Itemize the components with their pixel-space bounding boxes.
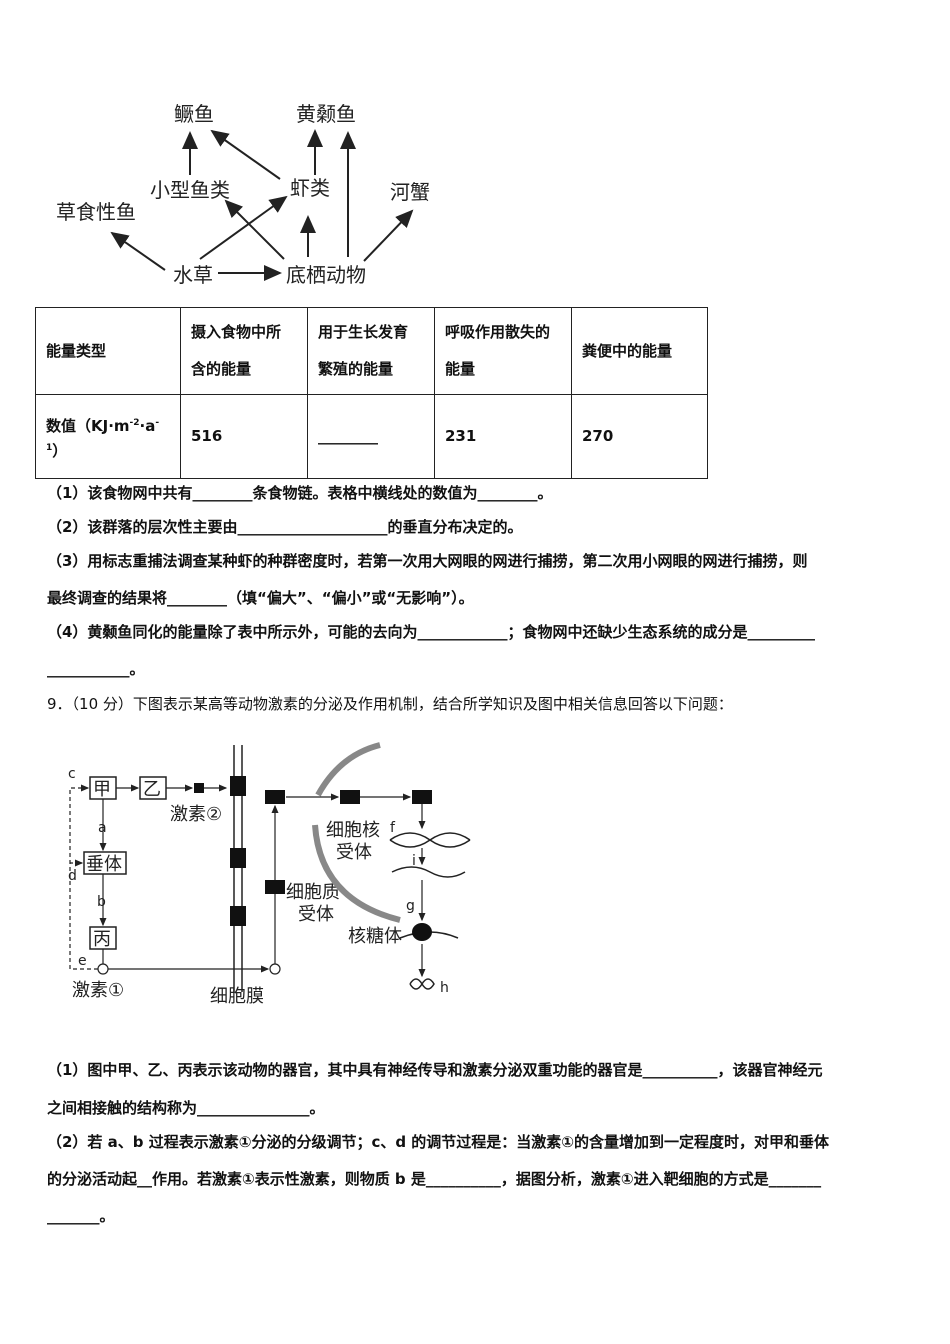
table-header-cell: 摄入食物中所含的能量 [180, 307, 308, 395]
node-small-fish: 小型鱼类 [150, 178, 230, 202]
label-g: g [406, 898, 415, 914]
q9-part2-line1: （2）若 a、b 过程表示激素①分泌的分级调节；c、d 的调节过程是：当激素①的… [47, 1133, 829, 1151]
node-herbivorous-fish: 草食性鱼 [56, 200, 136, 224]
q8-part3-line2: 最终调查的结果将________（填“偏大”、“偏小”或“无影响”）。 [47, 589, 474, 607]
node-water-plants: 水草 [173, 263, 213, 287]
label-b: b [97, 894, 106, 910]
q8-part2: （2）该群落的层次性主要由____________________的垂直分布决定… [47, 518, 523, 536]
table-cell: 270 [571, 394, 708, 479]
organ-yi: 乙 [143, 779, 161, 800]
organ-bing: 丙 [93, 929, 111, 950]
label-ribosome: 核糖体 [348, 926, 402, 947]
node-river-crab: 河蟹 [390, 180, 430, 204]
label-h: h [440, 980, 449, 996]
q8-part1: （1）该食物网中共有________条食物链。表格中横线处的数值为_______… [47, 484, 553, 502]
label-f: f [390, 820, 396, 836]
label-c: c [68, 766, 76, 782]
table-header-cell: 呼吸作用散失的能量 [434, 307, 572, 395]
label-i: i [412, 853, 416, 869]
table-header-cell: 能量类型 [35, 307, 181, 395]
node-mandarin-fish: 鳜鱼 [174, 102, 214, 126]
table-row-label: 数值（KJ·m-2·a-1） [35, 394, 181, 479]
hormone-mechanism-diagram: 甲 乙 垂体 丙 c a d b e 激素① 激素② 细胞膜 细胞质 受体 [68, 742, 471, 1007]
label-membrane: 细胞膜 [210, 986, 264, 1007]
label-hormone1: 激素① [72, 980, 124, 1001]
q8-part4-line1: （4）黄颡鱼同化的能量除了表中所示外，可能的去向为____________；食物… [47, 623, 815, 641]
q9-part2-line3: _______。 [47, 1207, 115, 1225]
q8-part3-line1: （3）用标志重捕法调查某种虾的种群密度时，若第一次用大网眼的网进行捕捞，第二次用… [47, 552, 808, 570]
table-cell-blank: ________ [307, 394, 435, 479]
organ-jia: 甲 [93, 779, 111, 800]
q8-part4-line2: ___________。 [47, 660, 145, 678]
label-a: a [98, 820, 107, 836]
q9-part1-line2: 之间相接触的结构称为_______________。 [47, 1099, 325, 1117]
table-header-cell: 用于生长发育繁殖的能量 [307, 307, 435, 395]
label-cyto-receptor-1: 细胞质 [286, 882, 340, 903]
q9-part2-line2: 的分泌活动起__作用。若激素①表示性激素，则物质 b 是__________，据… [47, 1170, 822, 1188]
organ-pituitary: 垂体 [86, 854, 122, 875]
label-d: d [68, 868, 77, 884]
label-cyto-receptor-2: 受体 [298, 904, 334, 925]
label-e: e [78, 953, 87, 969]
q9-part1-line1: （1）图中甲、乙、丙表示该动物的器官，其中具有神经传导和激素分泌双重功能的器官是… [47, 1061, 823, 1079]
label-nuclear-receptor-2: 受体 [336, 842, 372, 863]
node-shrimp: 虾类 [290, 176, 330, 200]
node-yellow-catfish: 黄颡鱼 [296, 102, 356, 126]
table-row: 数值（KJ·m-2·a-1） 516 ________ 231 270 [35, 394, 708, 479]
node-benthic-animals: 底栖动物 [286, 263, 366, 287]
energy-table: 能量类型 摄入食物中所含的能量 用于生长发育繁殖的能量 呼吸作用散失的能量 粪便… [35, 307, 708, 479]
table-header-row: 能量类型 摄入食物中所含的能量 用于生长发育繁殖的能量 呼吸作用散失的能量 粪便… [35, 307, 708, 395]
table-cell: 231 [434, 394, 572, 479]
label-hormone2: 激素② [170, 804, 222, 825]
food-web-diagram: 鳜鱼 黄颡鱼 小型鱼类 虾类 草食性鱼 河蟹 水草 底栖动物 [56, 102, 430, 287]
label-nuclear-receptor-1: 细胞核 [326, 820, 380, 841]
q9-title: 9．（10 分）下图表示某高等动物激素的分泌及作用机制，结合所学知识及图中相关信… [47, 695, 733, 713]
table-cell: 516 [180, 394, 308, 479]
table-header-cell: 粪便中的能量 [571, 307, 708, 395]
food-web-arrows [110, 129, 414, 281]
